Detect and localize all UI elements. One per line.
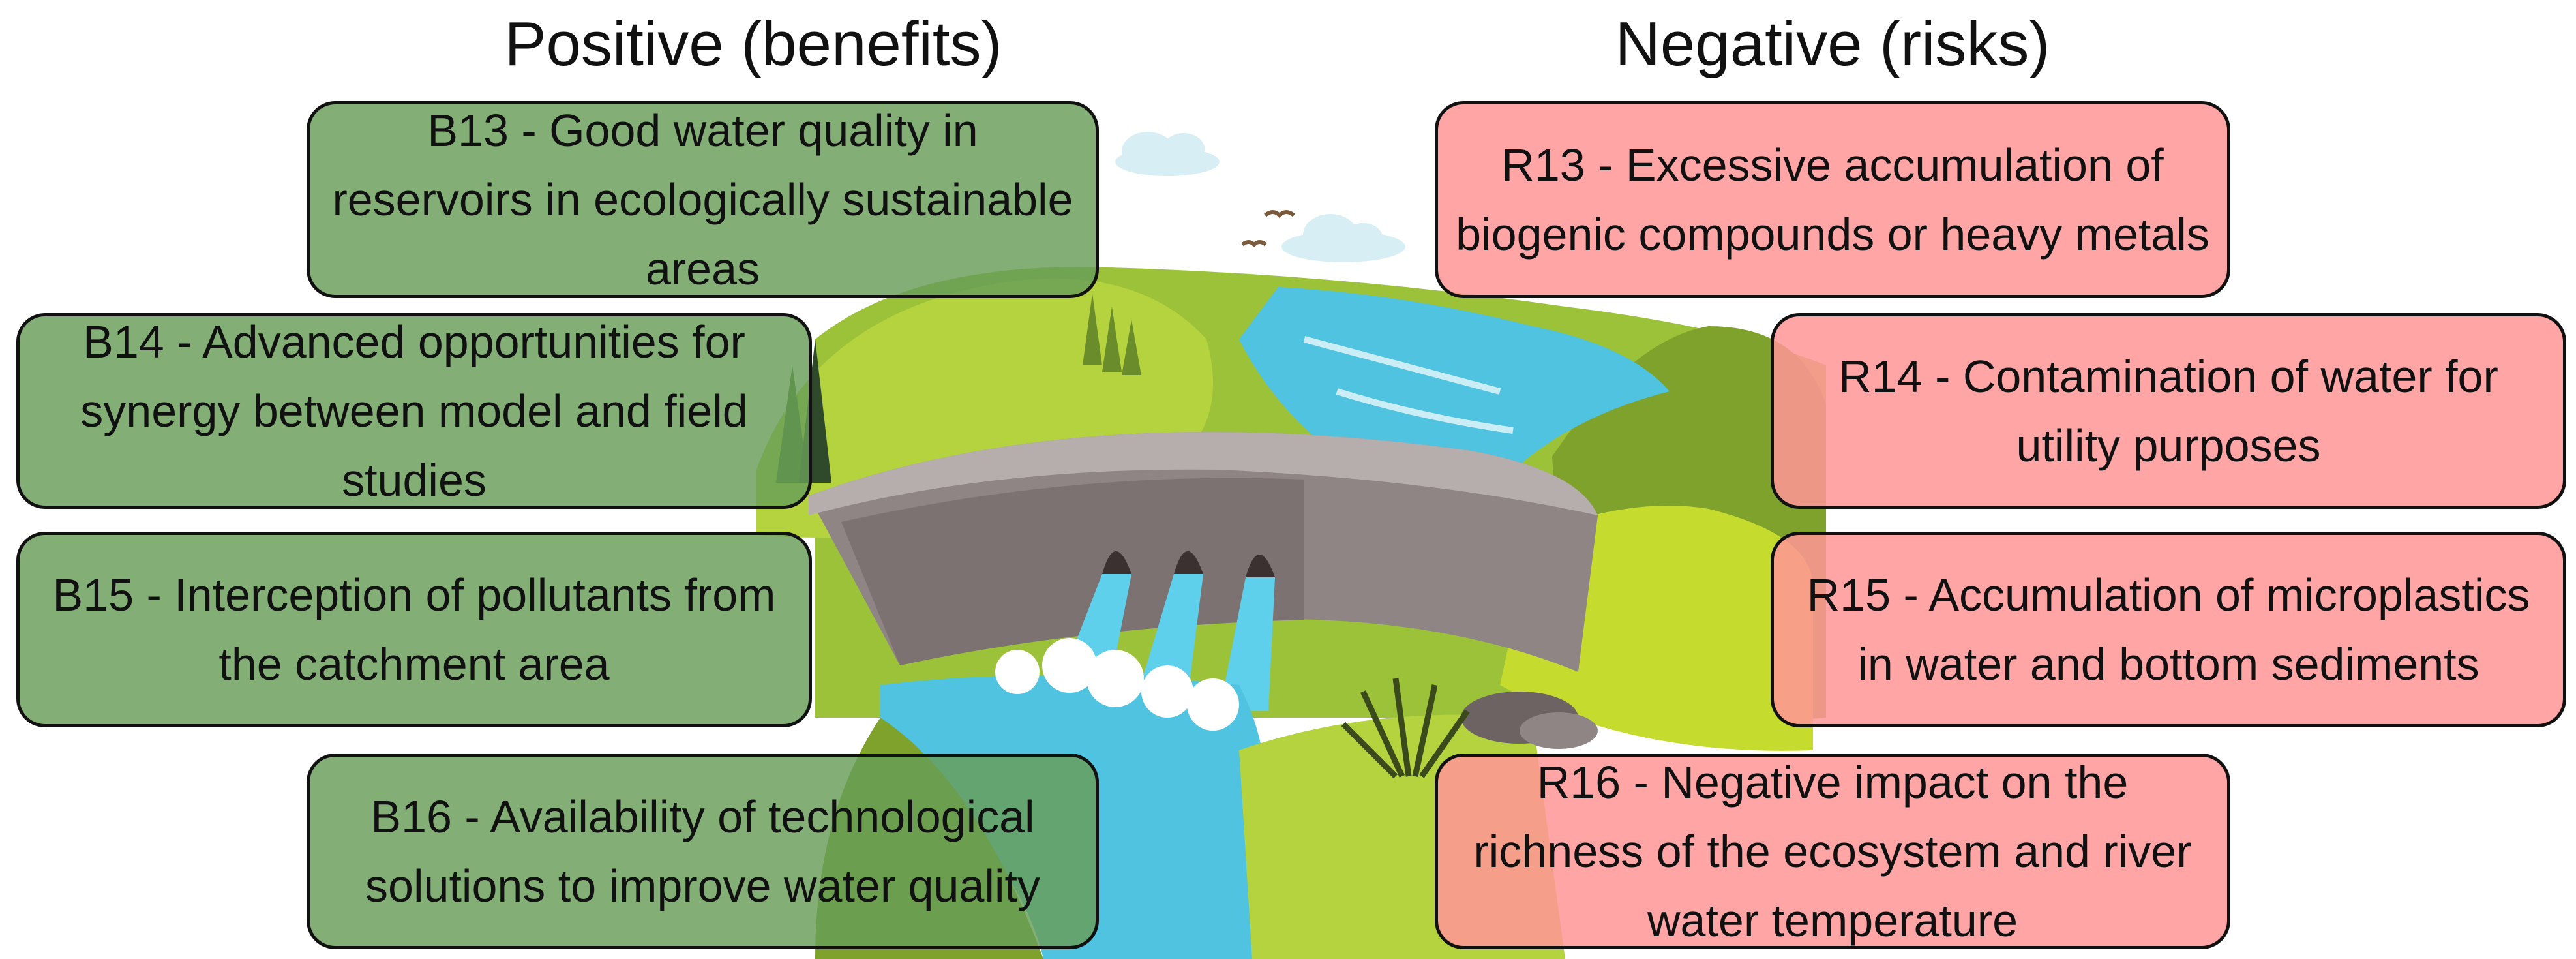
risk-box-r13: R13 - Excessive accumulation of biogenic… <box>1435 101 2230 298</box>
benefit-text-b14: B14 - Advanced opportunities for synergy… <box>80 316 748 506</box>
benefit-text-b13: B13 - Good water quality in reservoirs i… <box>332 105 1073 294</box>
cloud-icon <box>1115 132 1405 262</box>
benefit-box-b13: B13 - Good water quality in reservoirs i… <box>307 101 1099 298</box>
grass-icon <box>1341 678 1470 779</box>
benefit-box-b15: B15 - Interception of pollutants from th… <box>16 532 812 727</box>
benefit-box-b16: B16 - Availability of technological solu… <box>307 754 1099 949</box>
risk-text-r15: R15 - Accumulation of microplastics in w… <box>1806 570 2530 690</box>
negative-heading: Negative (risks) <box>1615 9 2050 79</box>
benefit-text-b16: B16 - Availability of technological solu… <box>365 791 1040 911</box>
positive-heading: Positive (benefits) <box>504 9 1002 79</box>
foam-icon <box>995 638 1239 731</box>
risk-text-r13: R13 - Excessive accumulation of biogenic… <box>1456 140 2209 260</box>
benefit-text-b15: B15 - Interception of pollutants from th… <box>52 570 776 690</box>
risk-box-r14: R14 - Contamination of water for utility… <box>1771 313 2566 509</box>
rock-icon <box>1461 692 1598 749</box>
risk-box-r15: R15 - Accumulation of microplastics in w… <box>1771 532 2566 727</box>
risk-text-r14: R14 - Contamination of water for utility… <box>1838 351 2498 471</box>
risk-box-r16: R16 - Negative impact on the richness of… <box>1435 754 2230 949</box>
risk-text-r16: R16 - Negative impact on the richness of… <box>1473 757 2192 946</box>
benefit-box-b14: B14 - Advanced opportunities for synergy… <box>16 313 812 509</box>
